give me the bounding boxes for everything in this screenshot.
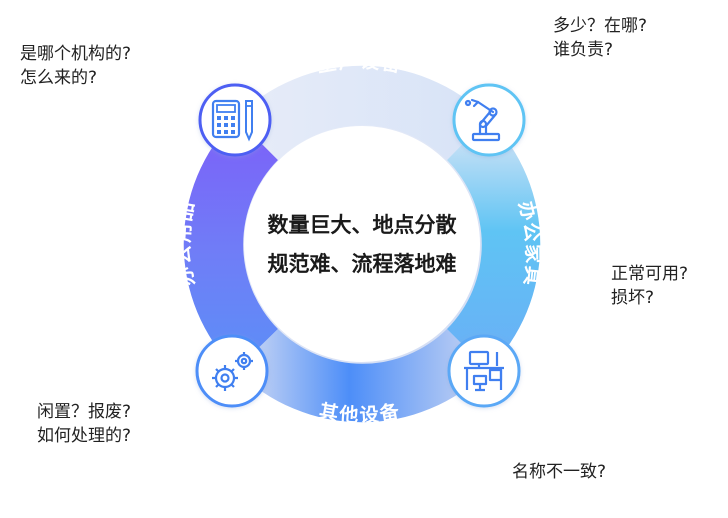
ring-segment-bottom bbox=[236, 329, 488, 423]
center-text-line1: 数量巨大、地点分散 bbox=[268, 213, 457, 237]
question-disposal: 闲置？报废? 如何处理的? bbox=[37, 400, 131, 448]
question-line: 名称不一致? bbox=[512, 462, 607, 482]
question-line: 怎么来的? bbox=[20, 68, 98, 88]
office-desk-icon bbox=[447, 334, 521, 408]
center-text-line2: 规范难、流程落地难 bbox=[268, 252, 457, 276]
center-disc bbox=[244, 126, 480, 362]
question-condition: 正常可用? 损坏? bbox=[611, 262, 688, 310]
question-naming: 名称不一致? bbox=[512, 460, 606, 484]
question-line: 谁负责? bbox=[553, 40, 614, 60]
question-quantity-location: 多少？在哪? 谁负责? bbox=[553, 14, 647, 62]
question-line: 多少？在哪? bbox=[553, 16, 648, 36]
robot-arm-icon bbox=[452, 83, 526, 157]
ring-segment-left bbox=[183, 118, 278, 370]
question-line: 闲置？报废? bbox=[37, 402, 132, 422]
gears-icon bbox=[195, 334, 269, 408]
question-line: 如何处理的? bbox=[37, 426, 132, 446]
question-line: 损坏? bbox=[611, 288, 655, 308]
calculator-pen-icon bbox=[198, 83, 272, 157]
ring-segment-top bbox=[236, 65, 488, 160]
question-line: 正常可用? bbox=[611, 264, 689, 284]
question-organization: 是哪个机构的? 怎么来的? bbox=[20, 42, 131, 90]
question-line: 是哪个机构的? bbox=[20, 44, 132, 64]
ring-segment-right bbox=[447, 118, 541, 370]
